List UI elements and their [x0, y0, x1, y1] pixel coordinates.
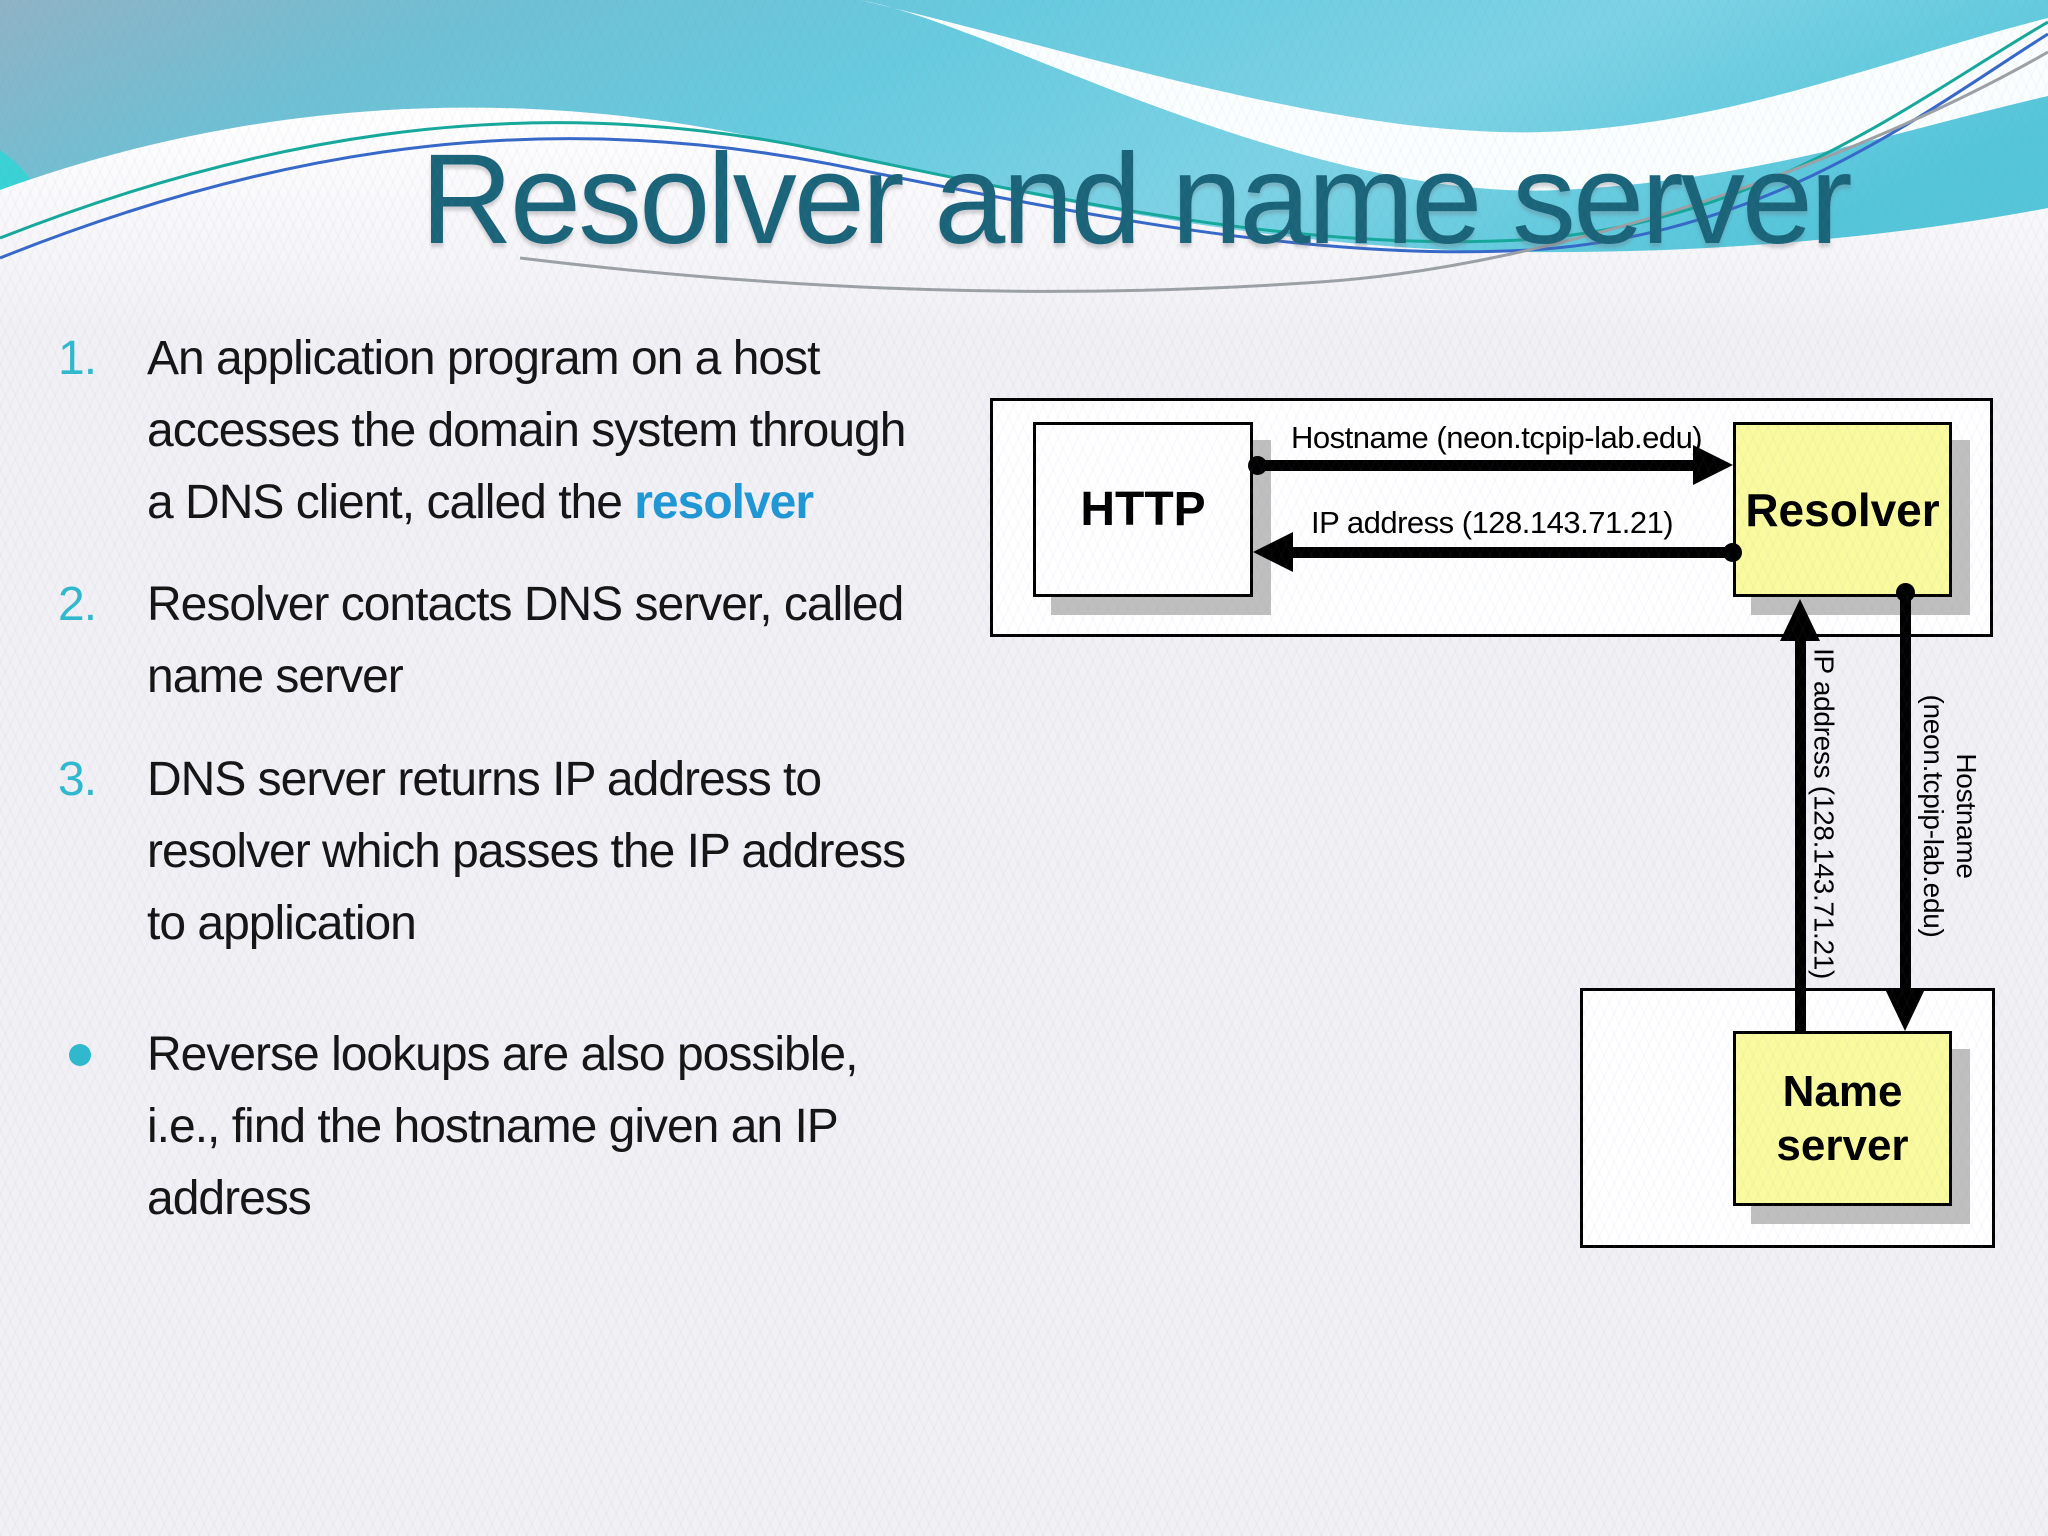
name-server-box: Name server	[1733, 1031, 1952, 1206]
list-item-3-line-2: resolver which passes the IP address	[147, 825, 906, 878]
vertical-hostname-label: Hostname (neon.tcpip-lab.edu)	[1917, 676, 1983, 956]
list-item-3-line-1: DNS server returns IP address to	[147, 753, 822, 806]
list-item-bullet: Reverse lookups are also possible, i.e.,…	[58, 1019, 858, 1235]
list-item-3: 3. DNS server returns IP address to reso…	[58, 744, 906, 960]
up-arrowhead-icon	[1780, 599, 1820, 641]
hostname-arrowhead-icon	[1693, 445, 1733, 485]
ip-arrow-label: IP address (128.143.71.21)	[1311, 505, 1674, 540]
vertical-hostname-label-line-2: (neon.tcpip-lab.edu)	[1918, 694, 1949, 938]
hostname-arrow-shaft	[1253, 460, 1700, 471]
bullet-line-1: Reverse lookups are also possible,	[147, 1028, 858, 1081]
list-item-1: 1. An application program on a host acce…	[58, 323, 906, 539]
bullet-line-3: address	[147, 1172, 312, 1225]
resolver-highlight: resolver	[634, 476, 814, 529]
vertical-hostname-label-line-1: Hostname	[1951, 753, 1982, 879]
header-wave-decoration	[0, 0, 2048, 330]
bullet-icon	[69, 1044, 91, 1066]
page-title: Resolver and name server	[420, 128, 1852, 271]
list-number-3: 3.	[58, 753, 97, 806]
list-number-2: 2.	[58, 578, 97, 631]
list-item-1-line-3: a DNS client, called the resolver	[147, 467, 905, 539]
vertical-ip-label: IP address (128.143.71.21)	[1808, 647, 1840, 980]
up-arrow-shaft	[1795, 638, 1806, 1034]
list-item-2: 2. Resolver contacts DNS server, called …	[58, 569, 904, 713]
list-item-1-line-3-text: a DNS client, called the	[147, 476, 635, 529]
bullet-line-2: i.e., find the hostname given an IP	[147, 1100, 839, 1153]
http-box: HTTP	[1033, 422, 1253, 597]
list-number-1: 1.	[58, 332, 97, 385]
down-arrow-shaft	[1900, 592, 1911, 992]
ip-arrowhead-icon	[1253, 532, 1293, 572]
list-item-3-line-3: to application	[147, 897, 417, 950]
hostname-arrow-label: Hostname (neon.tcpip-lab.edu)	[1291, 420, 1703, 455]
ip-arrow-shaft	[1290, 547, 1733, 558]
resolver-box: Resolver	[1733, 422, 1952, 597]
list-item-2-line-1: Resolver contacts DNS server, called	[147, 578, 904, 631]
list-item-2-line-2: name server	[147, 650, 404, 703]
down-arrowhead-icon	[1885, 989, 1925, 1031]
list-item-1-line-1: An application program on a host	[147, 332, 820, 385]
list-item-1-line-2: accesses the domain system through	[147, 404, 906, 457]
